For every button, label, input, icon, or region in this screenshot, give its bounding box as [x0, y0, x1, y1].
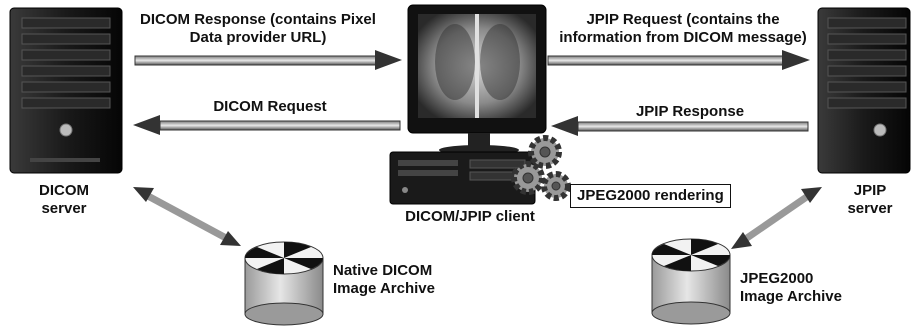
jpeg2000-archive-icon	[651, 238, 731, 325]
client-monitor-icon	[407, 4, 547, 155]
jpeg-archive-label: JPEG2000 Image Archive	[740, 270, 870, 306]
dicom-server-label-line2: server	[41, 200, 87, 217]
native-archive-label: Native DICOM Image Archive	[333, 262, 463, 298]
jpip-archive-link-arrow	[731, 187, 822, 249]
native-dicom-archive-icon	[244, 241, 324, 326]
jpeg-archive-label-line2: Image Archive	[740, 288, 842, 305]
native-archive-label-line2: Image Archive	[333, 280, 435, 297]
client-label: DICOM/JPIP client	[405, 208, 535, 225]
dicom-response-arrow	[134, 50, 402, 70]
jpip-server-tower-icon	[817, 7, 911, 174]
jpip-server-label: JPIP server	[834, 182, 906, 218]
rendering-gears-icon	[511, 135, 571, 201]
dicom-archive-link-arrow	[133, 187, 241, 246]
jpip-server-label-line2: server	[847, 200, 893, 217]
jpip-request-label: JPIP Request (contains the information f…	[559, 11, 807, 46]
jpeg-archive-label-line1: JPEG2000	[740, 270, 814, 287]
jpip-response-label: JPIP Response	[635, 103, 745, 120]
dicom-server-tower-icon	[9, 7, 123, 174]
client-desktop-box-icon	[389, 151, 536, 205]
jpip-response-arrow	[551, 116, 809, 136]
native-archive-label-line1: Native DICOM	[333, 262, 433, 279]
dicom-request-arrow	[133, 115, 401, 135]
dicom-server-label: DICOM server	[24, 182, 104, 218]
jpip-server-label-line1: JPIP	[853, 182, 887, 199]
rendering-label: JPEG2000 rendering	[570, 184, 731, 208]
dicom-response-label: DICOM Response (contains Pixel Data prov…	[140, 11, 376, 46]
jpip-request-arrow	[547, 50, 810, 70]
dicom-request-label: DICOM Request	[213, 98, 327, 115]
dicom-server-label-line1: DICOM	[39, 182, 89, 199]
